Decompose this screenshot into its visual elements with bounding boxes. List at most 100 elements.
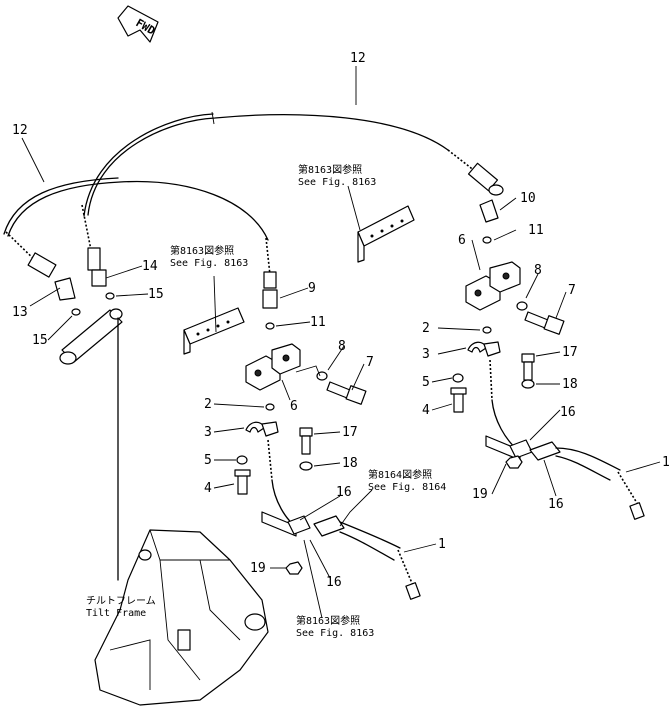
callout-5-right: 5: [422, 375, 430, 390]
callout-18-right: 18: [562, 377, 578, 392]
tilt-frame: [94, 529, 269, 706]
callout-1-right: 1: [662, 455, 670, 470]
washer-18-right: [521, 379, 535, 389]
clamp-3-mid: [245, 421, 279, 437]
note-bottom-en: See Fig. 8163: [296, 628, 374, 639]
callout-2-mid: 2: [204, 397, 212, 412]
connector-14: [91, 269, 107, 287]
callout-3-right: 3: [422, 347, 430, 362]
note-8164-en: See Fig. 8164: [368, 482, 446, 493]
washer-8-right: [516, 301, 528, 311]
clamp-16-right: [485, 435, 561, 461]
callout-14: 14: [142, 259, 158, 274]
washer-5-right: [452, 373, 464, 383]
callout-5-mid: 5: [204, 453, 212, 468]
callout-16-mid-b: 16: [326, 575, 342, 590]
valve-block-6-mid: [245, 343, 301, 391]
pipe-right-2: [555, 455, 611, 481]
callout-15-b: 15: [32, 333, 48, 348]
bolt-7-mid: [326, 381, 367, 405]
reference-notes: 第8163図参照 See Fig. 8163 第8163図参照 See Fig.…: [86, 163, 446, 639]
elbow-fitting-10: [479, 199, 499, 223]
bolt-17-right: [521, 353, 535, 381]
callout-16-mid-a: 16: [336, 485, 352, 500]
note-top-jp: 第8163図参照: [298, 163, 362, 176]
hose-fitting-top-right: [447, 149, 504, 196]
connector-9: [262, 289, 278, 309]
long-hose-12-top: [87, 114, 449, 216]
long-hose-12-top-inner: [83, 113, 214, 217]
tilt-cylinder: [59, 308, 123, 365]
clamp-16-mid: [261, 511, 345, 537]
hose-fitting-mid-top: [263, 237, 277, 289]
bolt-17-mid: [299, 427, 313, 455]
note-tilt-jp: チルトフレーム: [86, 595, 156, 607]
callout-numbers: 12 12 10 11 6 8 7 2 3 17 5 18 4 16 16 19…: [12, 51, 670, 590]
callout-3-mid: 3: [204, 425, 212, 440]
bolt-4-mid: [234, 469, 251, 495]
callout-2-right: 2: [422, 321, 430, 336]
callout-16-right-b: 16: [548, 497, 564, 512]
callout-9: 9: [308, 281, 316, 296]
callout-8-mid: 8: [338, 339, 346, 354]
callout-6-right: 6: [458, 233, 466, 248]
hose-end-1-right: [617, 471, 645, 520]
valve-block-6-right: [465, 261, 521, 311]
callout-11-right: 11: [528, 223, 544, 238]
long-hose-12-left: [7, 180, 269, 241]
callout-19-mid: 19: [250, 561, 266, 576]
washer-5-mid: [236, 455, 248, 465]
o-ring-2-mid: [265, 403, 275, 411]
callout-6-mid: 6: [290, 399, 298, 414]
bolt-7-right: [524, 311, 565, 335]
o-ring-11-mid: [265, 322, 275, 330]
hose-right-short: [489, 359, 493, 401]
leader-lines: [21, 66, 661, 619]
callout-10: 10: [520, 191, 536, 206]
note-mid-jp: 第8163図参照: [170, 244, 234, 257]
clamp-3-right: [467, 341, 501, 357]
callout-18-mid: 18: [342, 456, 358, 471]
hose-mid-short: [267, 439, 273, 481]
note-bottom-jp: 第8163図参照: [296, 614, 360, 627]
callout-11-mid: 11: [310, 315, 326, 330]
callout-4-mid: 4: [204, 481, 212, 496]
note-top-en: See Fig. 8163: [298, 177, 376, 188]
callout-4-right: 4: [422, 403, 430, 418]
callout-12-left: 12: [12, 123, 28, 138]
nut-19-right: [505, 455, 523, 469]
callout-15-a: 15: [148, 287, 164, 302]
bolt-4-right: [450, 387, 467, 413]
callout-7-right: 7: [568, 283, 576, 298]
mounting-bracket-mid: [183, 307, 245, 355]
o-ring-2-right: [482, 326, 492, 334]
o-ring-15-b: [71, 308, 81, 316]
pipe-mid: [339, 521, 401, 549]
pipe-mid-2: [339, 531, 395, 561]
callout-7-mid: 7: [366, 355, 374, 370]
note-tilt-en: Tilt Frame: [86, 608, 146, 619]
hose-fitting-left-outer: [5, 231, 57, 278]
washer-18-mid: [299, 461, 313, 471]
callout-1-mid: 1: [438, 537, 446, 552]
o-ring-15-a: [105, 292, 115, 300]
callout-13: 13: [12, 305, 28, 320]
callout-12-top: 12: [350, 51, 366, 66]
hose-clamp-mark: [211, 111, 215, 125]
pipe-right: [555, 447, 621, 471]
callout-16-right-a: 16: [560, 405, 576, 420]
callout-19-right: 19: [472, 487, 488, 502]
long-hose-12-left-inner: [3, 177, 119, 235]
elbow-fitting-13: [54, 277, 76, 301]
o-ring-11-right: [482, 236, 492, 244]
callout-17-right: 17: [562, 345, 578, 360]
nut-19-mid: [285, 561, 303, 575]
hose-end-1-mid: [397, 549, 421, 600]
fwd-arrow-icon: FWD: [117, 5, 159, 43]
link-line-mid: [295, 365, 321, 377]
mounting-bracket-right: [357, 205, 415, 263]
callout-8-right: 8: [534, 263, 542, 278]
note-8164-jp: 第8164図参照: [368, 468, 432, 481]
